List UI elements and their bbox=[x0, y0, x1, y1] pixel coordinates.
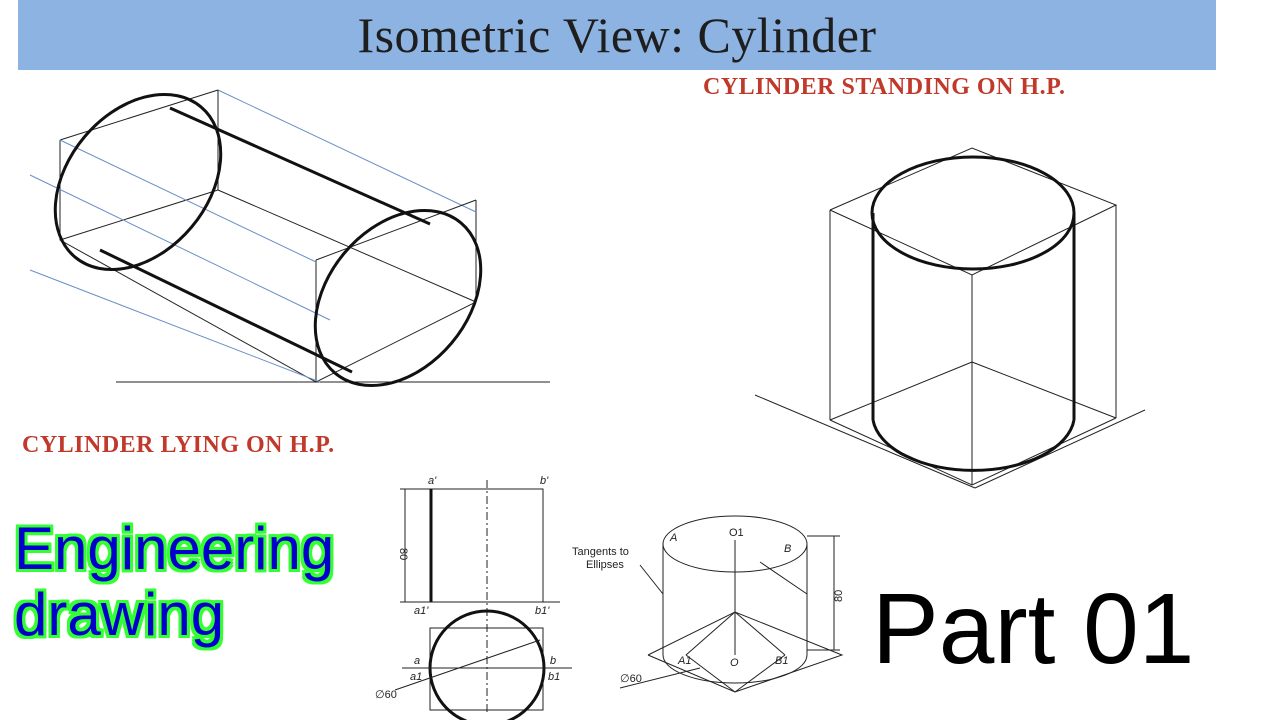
ground-line bbox=[974, 409, 1146, 489]
tangents-label-1: Tangents to bbox=[572, 546, 629, 558]
box-edge bbox=[59, 89, 219, 141]
tangent-leader bbox=[639, 564, 664, 595]
diameter-label: ∅60 bbox=[620, 673, 642, 685]
label-a1-prime: a1' bbox=[414, 605, 429, 617]
construction-line bbox=[29, 174, 331, 321]
cylinder-top bbox=[870, 155, 1076, 271]
overlay-line-1: Engineering bbox=[14, 515, 335, 582]
box-edge bbox=[59, 189, 219, 241]
label-A1: A1 bbox=[677, 655, 691, 667]
label-A: A bbox=[669, 532, 677, 544]
height-dimension: 80 bbox=[397, 548, 409, 560]
cylinder-base bbox=[871, 419, 1076, 472]
label-a1: a1 bbox=[410, 671, 422, 683]
height-label: 80 bbox=[833, 590, 845, 602]
overlay-line-2: drawing bbox=[14, 581, 225, 648]
cylinder-top-edge bbox=[169, 106, 431, 226]
label-O: O bbox=[730, 657, 739, 669]
construction-line bbox=[734, 611, 786, 656]
standing-cylinder-drawing bbox=[754, 147, 1146, 489]
construction-line bbox=[685, 611, 736, 656]
tangent-leader bbox=[759, 561, 808, 595]
isometric-construction: Tangents to Ellipses O1 A B 80 A1 O B1 ∅… bbox=[572, 515, 845, 693]
ground-line bbox=[754, 394, 976, 489]
label-standing: CYLINDER STANDING ON H.P. bbox=[703, 74, 1066, 100]
tangents-label-2: Ellipses bbox=[586, 559, 624, 571]
page-title: Isometric View: Cylinder bbox=[357, 7, 877, 63]
bottom-arc bbox=[662, 654, 808, 684]
box-edge bbox=[217, 189, 477, 303]
construction-line bbox=[685, 654, 736, 693]
overlay-caption: Engineering drawing bbox=[14, 516, 334, 648]
cylinder-end-right bbox=[313, 208, 483, 388]
box-edge-blue bbox=[59, 139, 317, 263]
box-bottom-back bbox=[829, 361, 973, 421]
part-label: Part 01 bbox=[872, 573, 1195, 685]
label-a-prime: a' bbox=[428, 475, 437, 487]
title-banner: Isometric View: Cylinder bbox=[18, 0, 1216, 70]
label-B1: B1 bbox=[775, 655, 788, 667]
base-rhombus bbox=[647, 611, 844, 693]
label-b: b bbox=[550, 655, 556, 667]
label-b-prime: b' bbox=[540, 475, 549, 487]
label-B: B bbox=[784, 543, 791, 555]
label-o1: O1 bbox=[729, 527, 744, 539]
label-a: a bbox=[414, 655, 420, 667]
diameter-label: ∅60 bbox=[375, 689, 397, 701]
box-edge bbox=[315, 199, 477, 261]
lying-cylinder-drawing bbox=[29, 89, 550, 388]
construction-line bbox=[734, 654, 786, 693]
orthographic-views: a' b' a1' b1' 80 a a1 b b1 ∅60 bbox=[375, 475, 572, 720]
label-lying: CYLINDER LYING ON H.P. bbox=[22, 432, 335, 458]
cylinder-bottom-edge bbox=[99, 248, 353, 374]
cylinder-end-left bbox=[53, 92, 223, 272]
construction-line bbox=[29, 269, 321, 383]
box-bottom bbox=[829, 417, 1117, 486]
diameter-leader bbox=[394, 639, 541, 691]
box-edge-blue bbox=[217, 89, 477, 213]
label-b1: b1 bbox=[548, 671, 560, 683]
diameter-leader bbox=[619, 667, 701, 689]
box-bottom-back bbox=[971, 361, 1117, 419]
label-b1-prime: b1' bbox=[535, 605, 550, 617]
